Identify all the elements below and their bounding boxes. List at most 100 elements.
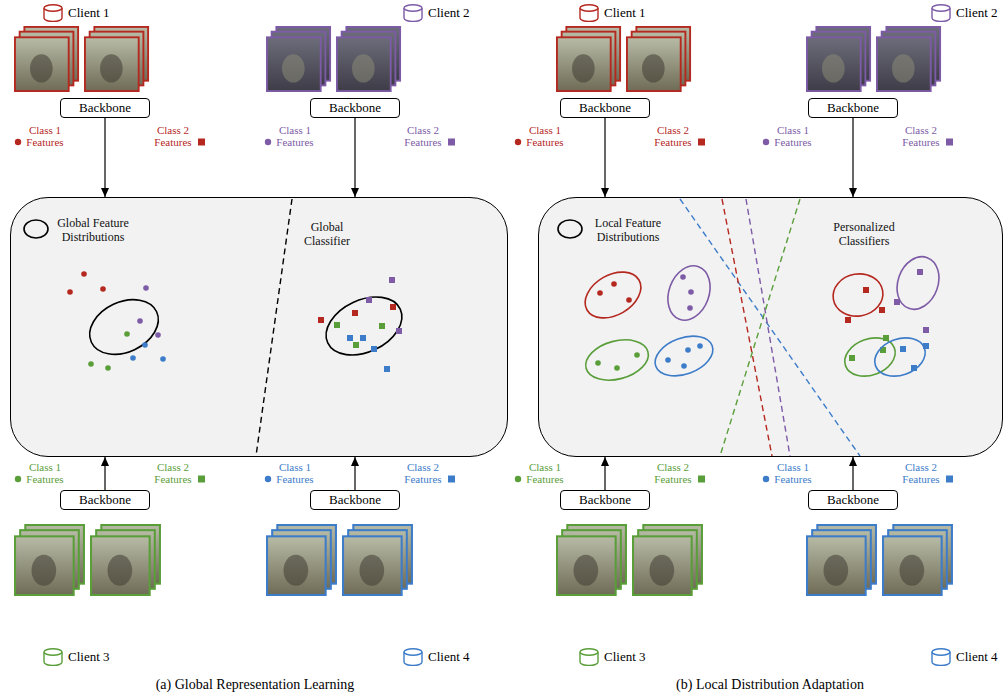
decision-boundary — [722, 199, 772, 456]
feature-arrow — [104, 118, 105, 197]
client-label: Client 1 — [68, 5, 110, 21]
feature-square — [347, 335, 353, 341]
feature-dot — [143, 285, 149, 291]
distribution-ellipse — [577, 263, 649, 328]
class-dot — [15, 139, 21, 145]
database-icon — [404, 5, 422, 22]
image-stack — [557, 525, 626, 595]
class-square — [448, 476, 455, 483]
database-icon — [580, 649, 598, 666]
backbone-label: Backbone — [61, 491, 149, 509]
class-dot — [15, 476, 21, 482]
distribution-ellipse — [830, 270, 887, 320]
database-icon — [932, 649, 950, 666]
feature-dot — [155, 332, 161, 338]
database-icon — [580, 5, 598, 22]
class-square — [198, 139, 205, 146]
image-stack — [15, 27, 78, 91]
feature-dot — [137, 318, 143, 324]
feature-square — [379, 323, 385, 329]
client-label: Client 4 — [956, 649, 998, 665]
legend-ellipse-icon — [558, 220, 582, 238]
feature-square — [371, 346, 377, 352]
feature-dot — [130, 355, 136, 361]
feature-square — [917, 269, 923, 275]
feature-dot — [680, 274, 686, 280]
backbone-label: Backbone — [311, 491, 399, 509]
distribution-ellipse — [869, 331, 930, 383]
backbone-label: Backbone — [61, 99, 149, 117]
subfigure-caption: (a) Global Representation Learning — [45, 676, 465, 693]
feature-arrow — [604, 457, 605, 490]
class-square — [946, 139, 953, 146]
feature-label: Class 1 Features — [20, 461, 70, 485]
feature-square — [389, 277, 395, 283]
image-stack — [337, 27, 400, 91]
feature-label: Class 1 Features — [768, 461, 818, 485]
backbone-box: Backbone — [808, 490, 898, 510]
panel-heading: Global Feature Distributions — [51, 216, 135, 244]
feature-label: Class 1 Features — [20, 124, 70, 148]
subfigure-caption: (b) Local Distribution Adaptation — [560, 676, 980, 693]
distribution-ellipse — [317, 286, 411, 367]
feature-dot — [67, 289, 73, 295]
image-stack — [15, 525, 84, 595]
feature-square — [366, 297, 372, 303]
feature-square — [900, 346, 906, 352]
client-label: Client 4 — [428, 649, 470, 665]
backbone-box: Backbone — [60, 490, 150, 510]
class-dot — [265, 139, 271, 145]
feature-dot — [124, 331, 130, 337]
client-label: Client 3 — [68, 649, 110, 665]
client-label: Client 2 — [956, 5, 998, 21]
decision-boundary — [680, 199, 860, 456]
feature-dot — [687, 305, 693, 311]
feature-square — [352, 310, 358, 316]
feature-dot — [681, 363, 687, 369]
database-icon — [404, 649, 422, 666]
feature-arrow — [852, 118, 853, 197]
image-stack — [343, 525, 412, 595]
feature-square — [911, 365, 917, 371]
distribution-ellipse — [650, 329, 719, 383]
feature-label: Class 2 Features — [148, 461, 198, 485]
legend-ellipse-icon — [24, 220, 48, 238]
feature-label: Class 1 Features — [520, 124, 570, 148]
feature-square — [390, 304, 396, 310]
client-label: Client 1 — [604, 5, 646, 21]
feature-dot — [665, 357, 671, 363]
feature-square — [883, 335, 889, 341]
distribution-ellipse — [890, 251, 946, 315]
feature-square — [879, 307, 885, 313]
distribution-ellipse — [839, 331, 900, 383]
decision-boundary — [720, 199, 800, 456]
feature-square — [923, 327, 929, 333]
feature-square — [863, 287, 869, 293]
feature-arrow — [604, 118, 605, 197]
feature-square — [894, 299, 900, 305]
feature-arrow — [104, 457, 105, 490]
class-dot — [515, 476, 521, 482]
feature-square — [360, 335, 366, 341]
feature-square — [396, 328, 402, 334]
class-square — [946, 476, 953, 483]
feature-dot — [626, 297, 632, 303]
backbone-box: Backbone — [560, 98, 650, 118]
backbone-box: Backbone — [310, 98, 400, 118]
image-stack — [807, 525, 876, 595]
feature-label: Class 2 Features — [148, 124, 198, 148]
feature-dot — [142, 342, 148, 348]
feature-label: Class 2 Features — [896, 124, 946, 148]
image-stack — [877, 27, 940, 91]
feature-dot — [611, 281, 617, 287]
feature-dot — [614, 365, 620, 371]
database-icon — [44, 5, 62, 22]
feature-dot — [105, 365, 111, 371]
backbone-label: Backbone — [561, 99, 649, 117]
feature-dot — [688, 289, 694, 295]
image-stack — [91, 525, 160, 595]
feature-arrow — [354, 457, 355, 490]
class-dot — [763, 476, 769, 482]
feature-label: Class 1 Features — [270, 124, 320, 148]
image-stack — [267, 27, 330, 91]
